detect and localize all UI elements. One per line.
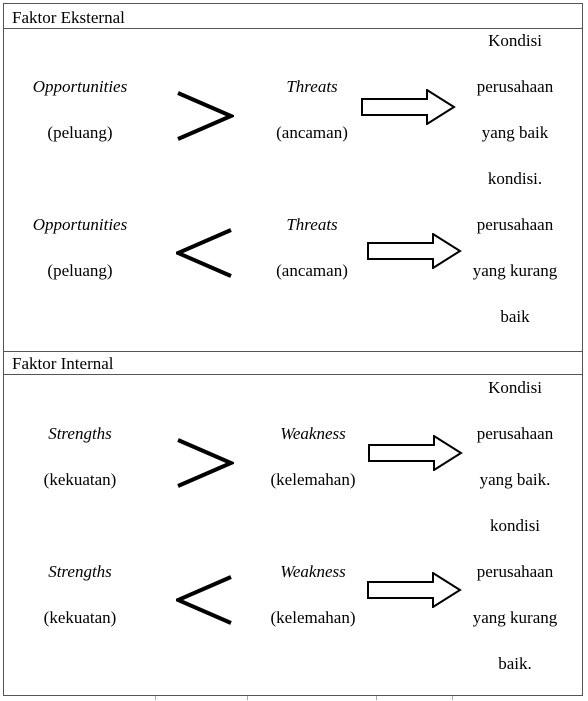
column-tick <box>247 696 248 700</box>
right-arrow-icon <box>368 435 463 471</box>
result-line: perusahaan <box>476 215 554 234</box>
section-title-eksternal: Faktor Eksternal <box>12 8 125 27</box>
divider <box>3 374 583 375</box>
result-line: yang kurang <box>472 261 558 280</box>
table-frame <box>3 3 583 696</box>
result-line: perusahaan <box>476 562 554 581</box>
left-translation: (kekuatan) <box>43 608 117 627</box>
right-arrow-icon <box>367 572 462 608</box>
result-line: kondisi <box>489 516 541 535</box>
result-line: baik <box>500 307 530 326</box>
result-line: baik. <box>498 654 532 673</box>
result-line: Kondisi <box>488 378 542 397</box>
right-term: Threats <box>286 77 338 96</box>
divider <box>3 28 583 29</box>
greater-than-icon <box>177 91 234 141</box>
result-line: kondisi. <box>487 169 543 188</box>
right-term: Weakness <box>280 562 346 581</box>
right-arrow-icon <box>367 233 462 269</box>
right-arrow-icon <box>361 89 456 125</box>
result-line: Kondisi <box>488 31 542 50</box>
result-line: yang baik <box>481 123 549 142</box>
left-translation: (peluang) <box>47 123 113 142</box>
column-tick <box>376 696 377 700</box>
result-line: perusahaan <box>476 77 554 96</box>
result-line: perusahaan <box>476 424 554 443</box>
section-title-internal: Faktor Internal <box>12 354 114 373</box>
right-term: Weakness <box>280 424 346 443</box>
right-translation: (kelemahan) <box>270 470 356 489</box>
right-translation: (kelemahan) <box>270 608 356 627</box>
left-translation: (kekuatan) <box>43 470 117 489</box>
right-translation: (ancaman) <box>276 123 348 142</box>
greater-than-icon <box>177 438 234 488</box>
less-than-icon <box>176 575 232 625</box>
left-translation: (peluang) <box>47 261 113 280</box>
right-translation: (ancaman) <box>276 261 348 280</box>
result-line: yang kurang <box>472 608 558 627</box>
column-tick <box>155 696 156 700</box>
left-term: Strengths <box>48 562 112 581</box>
less-than-icon <box>176 228 232 278</box>
result-line: yang baik. <box>479 470 551 489</box>
column-tick <box>452 696 453 700</box>
left-term: Opportunities <box>32 77 128 96</box>
divider <box>3 351 583 352</box>
right-term: Threats <box>286 215 338 234</box>
left-term: Opportunities <box>32 215 128 234</box>
left-term: Strengths <box>48 424 112 443</box>
